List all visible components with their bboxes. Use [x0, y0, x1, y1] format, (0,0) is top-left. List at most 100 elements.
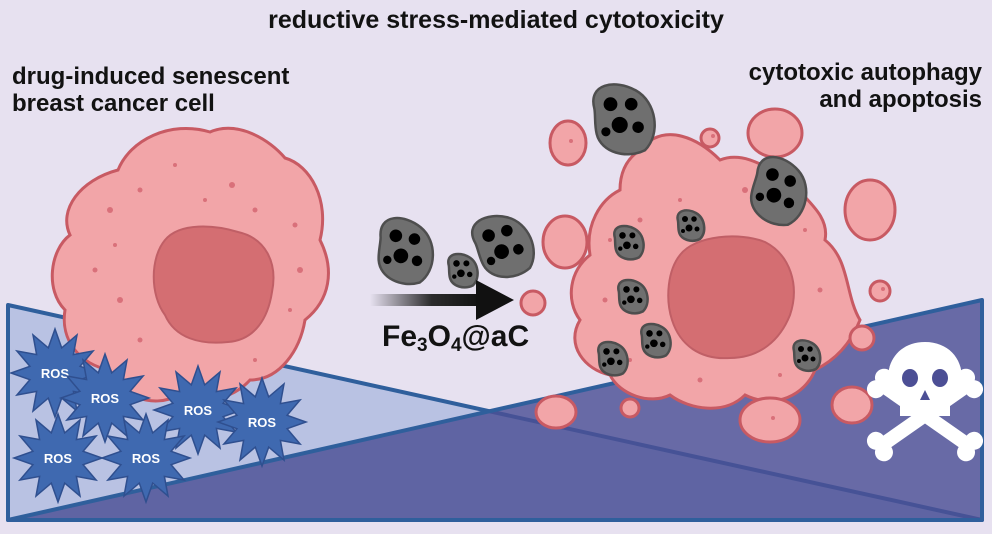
nanoparticle-core — [810, 356, 816, 362]
nanoparticle-core — [494, 244, 509, 259]
formula-sub-4: 4 — [450, 335, 462, 356]
ros-star-icon: ROS — [11, 411, 105, 505]
bleb — [746, 107, 804, 159]
nanoparticle-core — [411, 255, 423, 267]
nanoparticle-core — [691, 216, 697, 222]
outcome-label: cytotoxic autophagy and apoptosis — [748, 59, 982, 114]
nanoparticle-label: Fe3O4@aC — [382, 320, 529, 356]
bleb-granule — [771, 416, 775, 420]
apoptotic-blebs — [519, 107, 897, 444]
nanoparticle-icon — [676, 209, 706, 242]
ros-star-icon: ROS — [99, 411, 193, 505]
nanoparticle-core — [798, 346, 804, 352]
nanoparticle-core — [482, 229, 495, 242]
nanoparticle-core — [632, 243, 639, 250]
ros-label: ROS — [44, 451, 73, 466]
nanoparticle-core — [685, 224, 693, 232]
ros-star-icon: ROS — [151, 363, 245, 457]
nanoparticle-core — [755, 192, 765, 202]
nanoparticle-core — [408, 233, 421, 245]
nanoparticle-core — [602, 362, 607, 367]
nanoparticle-core — [611, 116, 628, 133]
nanoparticle-core — [766, 187, 782, 203]
nanoparticle-core — [601, 127, 611, 137]
nanoparticle-core — [463, 260, 470, 267]
nanoparticle-core — [629, 232, 636, 239]
senescent-cell-label: drug-induced senescent breast cancer cel… — [12, 63, 289, 118]
bleb — [848, 324, 876, 352]
nanoparticle-core — [486, 256, 496, 266]
nanoparticle-icon — [640, 322, 672, 359]
nanoparticle-core — [501, 224, 513, 237]
bleb-granule — [569, 139, 573, 143]
bleb — [843, 178, 897, 242]
nanoparticle-icon — [792, 339, 822, 372]
outcome-label-line2: and apoptosis — [819, 85, 982, 113]
nanoparticle-core — [627, 295, 635, 304]
nanoparticle-core — [603, 348, 610, 355]
nanoparticle-core — [613, 348, 620, 355]
nanoparticle-core — [766, 168, 779, 181]
nanoparticle-core — [607, 357, 615, 366]
nanoparticle-core — [783, 197, 795, 209]
outcome-label-line1: cytotoxic autophagy — [748, 59, 982, 86]
bleb — [541, 214, 589, 270]
ros-star-icon: ROS — [8, 326, 102, 420]
nanoparticle-core — [623, 241, 631, 250]
nanoparticle-core — [659, 341, 666, 348]
nanoparticle-core — [801, 354, 809, 362]
formula-fe: Fe — [382, 320, 418, 353]
nanoparticle-core — [383, 255, 392, 265]
nanoparticle-icon — [471, 214, 535, 279]
ros-label: ROS — [132, 451, 161, 466]
arrow-icon — [370, 280, 514, 320]
nanoparticle-icon — [597, 340, 629, 377]
nanoparticle-core — [645, 344, 650, 349]
nanoparticle-core — [784, 175, 796, 187]
nanoparticle-core — [618, 246, 623, 251]
ros-star-icon: ROS — [58, 351, 152, 445]
skull-crossbones-icon — [866, 342, 984, 462]
nanoparticle-icon — [750, 155, 808, 227]
nanoparticle-core — [656, 330, 663, 337]
nanoparticle-core — [616, 359, 623, 366]
formula-sub-3: 3 — [417, 335, 428, 356]
bleb — [619, 397, 641, 419]
nanoparticle-core — [636, 297, 643, 304]
nanoparticle-core — [466, 271, 473, 278]
nanoparticle-core — [624, 97, 638, 111]
nanoparticle-core — [632, 121, 644, 133]
ros-label: ROS — [184, 403, 213, 418]
bleb — [548, 119, 588, 167]
formula-ac: @aC — [461, 320, 530, 353]
nanoparticle-core — [623, 286, 630, 293]
nanoparticle-core — [513, 244, 524, 255]
nanoparticle-icon — [592, 83, 656, 156]
ros-cluster: ROS ROS ROS ROS ROS ROS — [8, 326, 309, 505]
nanoparticle-icon — [617, 278, 649, 315]
nanoparticle-icon — [447, 252, 479, 289]
nanoparticle-core — [646, 330, 653, 337]
nanoparticle-core — [619, 232, 626, 239]
nanoparticle-core — [393, 248, 409, 264]
bleb-granule — [711, 134, 715, 138]
bleb — [868, 279, 892, 303]
bleb-granule — [881, 287, 885, 291]
nanoparticle-core — [694, 226, 700, 232]
nanoparticle-core — [650, 339, 658, 348]
nanoparticle-icon — [377, 216, 435, 286]
nanoparticles — [377, 83, 822, 377]
nanoparticle-core — [452, 274, 457, 279]
bleb — [534, 394, 578, 430]
bleb — [699, 127, 721, 149]
bleb — [830, 385, 874, 425]
nanoparticle-core — [603, 97, 618, 112]
ros-label: ROS — [248, 415, 277, 430]
nanoparticle-core — [807, 346, 813, 352]
nanoparticle-core — [681, 229, 685, 233]
nanoparticle-core — [389, 229, 403, 243]
senescent-cell-icon — [50, 126, 330, 403]
ros-label: ROS — [41, 366, 70, 381]
ros-label: ROS — [91, 391, 120, 406]
